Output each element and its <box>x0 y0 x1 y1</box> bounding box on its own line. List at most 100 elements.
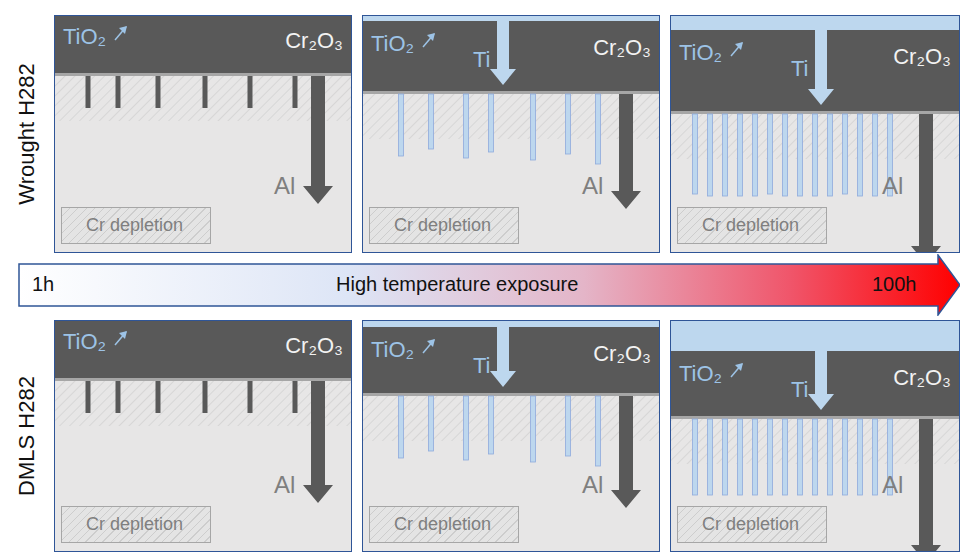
al-diffusion-arrow <box>611 94 641 209</box>
depletion-box: Cr depletion <box>61 506 211 543</box>
tio2-layer <box>363 16 659 21</box>
depletion-zone <box>55 381 351 426</box>
depletion-zone <box>363 396 659 441</box>
cr-label: Cr₂O₃ <box>893 44 951 69</box>
oxidation-panel: TiO₂TiCr₂O₃AlCr depletion <box>670 320 960 552</box>
tio2-arrow <box>731 43 742 56</box>
tio2-arrowhead <box>735 363 743 371</box>
internal-oxide <box>156 76 161 108</box>
tio2-arrow <box>423 34 434 47</box>
tio2-layer <box>363 321 659 327</box>
internal-oxide <box>813 419 818 495</box>
ti-diffusion-arrow <box>490 16 516 85</box>
internal-oxide <box>399 94 404 156</box>
alloy-substrate <box>363 16 659 252</box>
interface-line <box>671 416 959 419</box>
internal-oxide <box>693 419 698 495</box>
interface-line <box>363 393 659 396</box>
chromia-layer <box>55 321 351 378</box>
depletion-box: Cr depletion <box>677 506 827 543</box>
alloy-substrate <box>671 16 959 252</box>
internal-oxide <box>828 419 833 495</box>
alloy-substrate <box>671 321 959 551</box>
internal-oxide <box>116 381 121 413</box>
ti-label: Ti <box>473 47 491 72</box>
internal-oxide <box>738 419 743 495</box>
internal-oxide <box>399 396 404 458</box>
tio2-arrow <box>423 340 434 353</box>
internal-oxide <box>566 396 571 456</box>
cr-label: Cr₂O₃ <box>593 341 651 366</box>
internal-oxide <box>843 114 848 194</box>
tio2-arrowhead <box>427 339 435 347</box>
ti-label: Ti <box>473 353 491 378</box>
cr-label: Cr₂O₃ <box>285 333 343 358</box>
internal-oxide <box>798 419 803 495</box>
tio2-label: TiO₂ <box>63 24 106 49</box>
tio2-label: TiO₂ <box>63 329 106 354</box>
tio2-arrowhead <box>735 42 743 50</box>
internal-oxide <box>723 419 728 495</box>
internal-oxide <box>858 114 863 196</box>
interface-line <box>55 73 351 76</box>
oxidation-panel: TiO₂TiCr₂O₃AlCr depletion <box>362 15 660 253</box>
cr-label: Cr₂O₃ <box>593 35 651 60</box>
internal-oxide <box>566 94 571 154</box>
internal-oxide <box>828 114 833 196</box>
internal-oxide <box>753 114 758 196</box>
tio2-label: TiO₂ <box>371 337 414 362</box>
internal-oxide <box>531 94 536 160</box>
interface-line <box>363 91 659 94</box>
tio2-arrow <box>115 332 126 345</box>
internal-oxide <box>858 419 863 495</box>
internal-oxide <box>738 114 743 196</box>
internal-oxide <box>531 396 536 462</box>
ti-label: Ti <box>791 56 809 81</box>
tio2-label: TiO₂ <box>371 31 414 56</box>
ti-diffusion-arrow <box>490 321 516 387</box>
internal-oxide <box>813 114 818 196</box>
depletion-zone <box>55 76 351 121</box>
internal-oxide <box>156 381 161 413</box>
row-label: Wrought H282 <box>14 63 40 204</box>
time-label: High temperature exposure <box>336 273 578 296</box>
chromia-layer <box>363 21 659 91</box>
internal-oxide <box>873 114 878 196</box>
depletion-box: Cr depletion <box>369 506 519 543</box>
internal-oxide <box>768 114 773 194</box>
row-label: DMLS H282 <box>14 376 40 496</box>
chromia-layer <box>55 16 351 73</box>
internal-oxide <box>596 396 601 466</box>
internal-oxide <box>753 419 758 495</box>
depletion-label: Cr depletion <box>86 514 183 534</box>
oxidation-panel: TiO₂TiCr₂O₃AlCr depletion <box>362 320 660 552</box>
tio2-arrowhead <box>427 33 435 41</box>
internal-oxide <box>248 76 253 108</box>
internal-oxide <box>768 419 773 495</box>
internal-oxide <box>464 396 469 460</box>
internal-oxide <box>843 419 848 495</box>
depletion-label: Cr depletion <box>394 215 491 235</box>
internal-oxide <box>873 419 878 495</box>
interface-line <box>55 378 351 381</box>
tio2-label: TiO₂ <box>679 40 722 65</box>
internal-oxide <box>489 94 494 152</box>
al-label: Al <box>274 172 295 200</box>
internal-oxide <box>429 396 434 451</box>
internal-oxide <box>783 114 788 196</box>
time-arrow-shape <box>19 255 960 315</box>
internal-oxide <box>798 114 803 196</box>
cr-label: Cr₂O₃ <box>893 365 951 390</box>
chromia-layer <box>363 327 659 393</box>
internal-oxide <box>708 419 713 495</box>
tio2-arrow <box>115 27 126 40</box>
internal-oxide <box>116 76 121 108</box>
internal-oxide <box>723 114 728 196</box>
time-band: 1hHigh temperature exposure100h <box>18 254 960 316</box>
internal-oxide <box>248 381 253 413</box>
al-diffusion-arrow <box>911 419 941 551</box>
internal-oxide <box>783 419 788 495</box>
time-label: 1h <box>32 273 54 296</box>
al-diffusion-arrow <box>911 114 941 252</box>
